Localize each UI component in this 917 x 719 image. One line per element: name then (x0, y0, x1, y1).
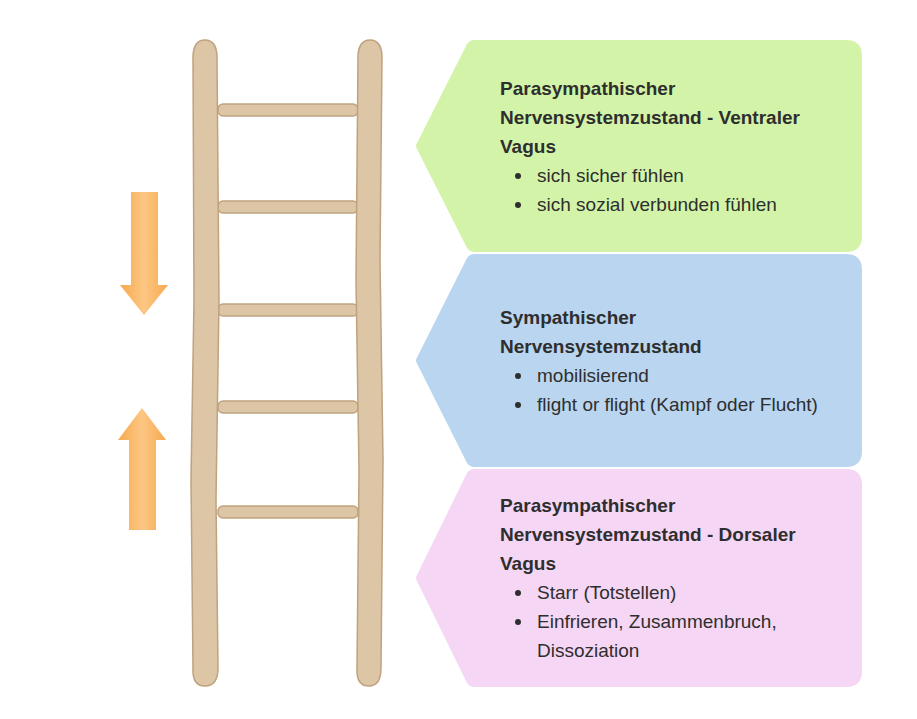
bullet-dot (515, 202, 521, 208)
bullet-text: Einfrieren, Zusammenbruch, Dissoziation (537, 607, 827, 665)
state-arrow-box: Parasympathischer Nervensystemzustand - … (415, 40, 862, 252)
bullet-dot (515, 173, 521, 179)
bullet-item: flight or flight (Kampf oder Flucht) (500, 390, 862, 419)
ladder-rung (218, 201, 358, 213)
box-content: Sympathischer Nervensystemzustandmobilis… (415, 254, 862, 419)
ladder-rail (191, 40, 219, 686)
box-content: Parasympathischer Nervensystemzustand - … (415, 469, 862, 665)
ladder-rung (218, 104, 358, 116)
bullet-item: Einfrieren, Zusammenbruch, Dissoziation (500, 607, 862, 665)
bullet-item: Starr (Totstellen) (500, 578, 862, 607)
ladder-rung (218, 506, 358, 518)
arrow-outline (416, 469, 862, 687)
arrow-outline (416, 254, 862, 467)
bullet-item: sich sicher fühlen (500, 161, 862, 190)
arrow-shape (415, 40, 862, 252)
bullet-dot (515, 402, 521, 408)
bullet-text: Starr (Totstellen) (537, 578, 827, 607)
bullet-dot (515, 619, 521, 625)
bullet-dot (515, 590, 521, 596)
down-arrow (120, 192, 168, 315)
bullet-text: mobilisierend (537, 361, 827, 390)
bullet-item: sich sozial verbunden fühlen (500, 190, 862, 219)
ladder-rung (218, 401, 358, 413)
ladder-rail (356, 40, 383, 686)
state-heading: Parasympathischer Nervensystemzustand - … (500, 74, 800, 161)
bullet-text: sich sozial verbunden fühlen (537, 190, 827, 219)
state-heading: Sympathischer Nervensystemzustand (500, 303, 800, 361)
state-arrow-box: Parasympathischer Nervensystemzustand - … (415, 469, 862, 687)
arrow-outline (416, 40, 862, 252)
box-content: Parasympathischer Nervensystemzustand - … (415, 40, 862, 219)
bullet-text: flight or flight (Kampf oder Flucht) (537, 390, 827, 419)
bullet-item: mobilisierend (500, 361, 862, 390)
arrow-shape (415, 254, 862, 467)
state-arrow-box: Sympathischer Nervensystemzustandmobilis… (415, 254, 862, 467)
up-arrow (118, 408, 166, 530)
state-heading: Parasympathischer Nervensystemzustand - … (500, 491, 800, 578)
bullet-text: sich sicher fühlen (537, 161, 827, 190)
ladder (191, 40, 383, 686)
bullet-dot (515, 373, 521, 379)
ladder-rung (218, 304, 358, 316)
